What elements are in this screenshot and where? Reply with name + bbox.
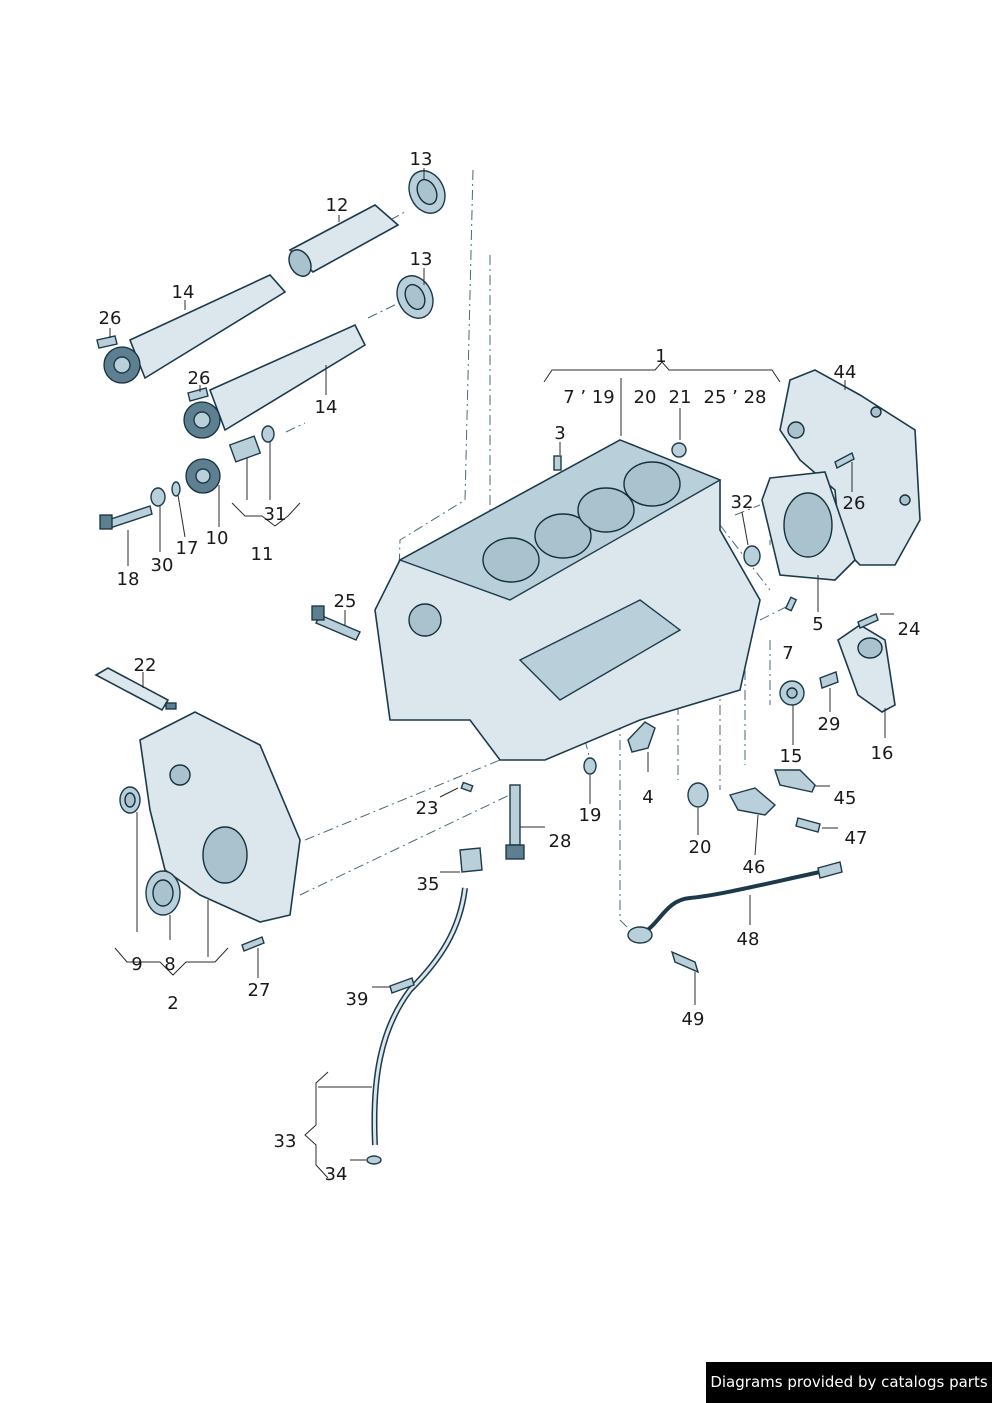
bushing-11	[228, 425, 275, 463]
callout-label-20-bottom: 20	[689, 837, 712, 858]
callout-label-21: 21	[669, 387, 692, 408]
callout-label-13-upper: 13	[410, 149, 433, 170]
seal-9	[119, 786, 141, 814]
callout-label-8: 8	[164, 954, 175, 975]
leader-lines	[109, 168, 894, 1179]
callout-label-2: 2	[167, 993, 178, 1014]
bolt-27	[241, 936, 265, 952]
callout-label-32: 32	[731, 492, 754, 513]
timing-cover-2	[139, 711, 301, 923]
dipstick-handle-35	[459, 847, 483, 873]
seal-34	[366, 1155, 382, 1165]
callout-label-25: 25	[334, 591, 357, 612]
callout-label-30: 30	[151, 555, 174, 576]
callout-label-47: 47	[845, 828, 868, 849]
plug-20	[687, 782, 709, 808]
callout-label-7: 7	[782, 643, 793, 664]
attribution-text: Diagrams provided by catalogs parts	[710, 1373, 988, 1391]
seal-15	[779, 680, 805, 706]
callout-label-39: 39	[346, 989, 369, 1010]
callout-label-49: 49	[682, 1009, 705, 1030]
callout-label-4: 4	[642, 787, 653, 808]
shaft-tube	[288, 204, 400, 277]
pin-7	[784, 596, 798, 612]
balance-shaft-upper	[103, 274, 287, 384]
callout-label-19: 19	[579, 805, 602, 826]
callout-label-13-lower: 13	[410, 249, 433, 270]
balance-shaft-lower	[183, 323, 367, 439]
callout-label-14-upper: 14	[172, 282, 195, 303]
callout-label-22: 22	[134, 655, 157, 676]
housing-16	[837, 624, 896, 713]
callout-label-26-right: 26	[843, 493, 866, 514]
callout-label-24: 24	[898, 619, 921, 640]
callout-label-11: 11	[251, 544, 274, 565]
callout-label-45: 45	[834, 788, 857, 809]
gasket-44	[779, 369, 921, 566]
attribution-banner: Diagrams provided by catalogs parts	[706, 1362, 992, 1403]
callout-label-15: 15	[780, 746, 803, 767]
callout-label-20-top: 20	[634, 387, 657, 408]
callout-label-17: 17	[176, 538, 199, 559]
callout-label-33: 33	[274, 1131, 297, 1152]
callout-label-7-19: 7 ’ 19	[563, 387, 615, 408]
pin-3	[553, 455, 562, 471]
sensor-45	[774, 769, 816, 793]
callout-label-5: 5	[812, 614, 823, 635]
sensor-wire-48	[627, 861, 843, 944]
callout-label-23: 23	[416, 798, 439, 819]
bolt-26-upper-left	[96, 335, 118, 349]
pin-23	[460, 781, 474, 793]
bolt-24	[857, 613, 879, 629]
washer-30	[150, 487, 166, 507]
bolt-18	[99, 505, 153, 530]
tube-22	[94, 667, 177, 712]
callout-label-10: 10	[206, 528, 229, 549]
callout-label-35: 35	[417, 874, 440, 895]
callout-label-27: 27	[248, 980, 271, 1001]
bolt-28	[505, 784, 525, 860]
seal-32	[743, 545, 761, 567]
bolt-47	[795, 817, 821, 833]
nozzle-4	[627, 721, 656, 753]
callout-label-34: 34	[325, 1164, 348, 1185]
gear-10	[185, 458, 221, 494]
bolt-25	[311, 605, 361, 641]
callout-label-25-28: 25 ’ 28	[704, 387, 767, 408]
balance-shaft-bearing-lower	[396, 275, 434, 319]
bolt-49	[670, 950, 700, 974]
callout-label-9: 9	[131, 954, 142, 975]
callout-label-26-middle: 26	[188, 368, 211, 389]
callout-label-3: 3	[554, 423, 565, 444]
ring-17	[171, 481, 181, 497]
bolt-39	[389, 977, 415, 994]
callout-label-48: 48	[737, 929, 760, 950]
seal-flange-5	[761, 471, 856, 581]
plug-21	[671, 442, 687, 458]
callout-labels: 1 2 3 4 5 7 7 ’ 19 8 9 10 11 12 13 13 14…	[99, 149, 921, 1185]
callout-label-31: 31	[264, 504, 287, 525]
callout-label-46: 46	[743, 857, 766, 878]
callout-label-18: 18	[117, 569, 140, 590]
callout-label-26-upper-left: 26	[99, 308, 122, 329]
callout-label-29: 29	[818, 714, 841, 735]
plug-29	[819, 671, 839, 689]
callout-label-44: 44	[834, 362, 857, 383]
cylinder-block-1	[374, 439, 761, 761]
ring-19	[583, 757, 597, 775]
seal-8	[145, 870, 181, 916]
callout-label-1: 1	[655, 346, 666, 367]
bolt-26-middle	[187, 387, 209, 402]
callout-label-12: 12	[326, 195, 349, 216]
sensor-46	[728, 787, 777, 816]
callout-label-16: 16	[871, 743, 894, 764]
balance-shaft-bearing-upper	[408, 170, 446, 214]
callout-label-28: 28	[549, 831, 572, 852]
bolt-26-right	[834, 451, 855, 470]
dipstick-tube-33	[371, 887, 468, 1146]
callout-label-14-lower: 14	[315, 397, 338, 418]
